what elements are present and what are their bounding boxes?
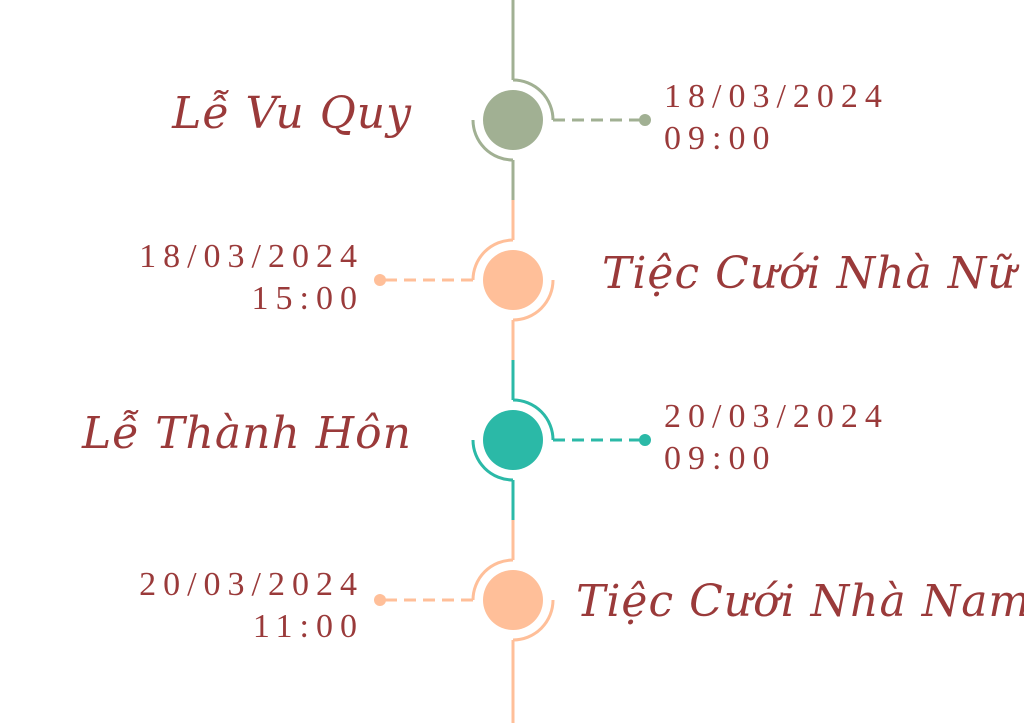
event-title-4: Tiệc Cưới Nhà Nam	[576, 576, 1024, 627]
event-date-1: 18/03/2024	[664, 78, 889, 115]
node-arc	[471, 238, 514, 281]
connector-dot	[374, 274, 386, 286]
node-arc	[512, 279, 555, 322]
node-arc	[512, 78, 555, 121]
node-arc	[471, 439, 514, 482]
connector-dot	[639, 434, 651, 446]
event-datetime-2: 18/03/2024 15:00	[139, 236, 364, 320]
node-arc	[512, 599, 555, 642]
timeline-node	[483, 410, 543, 470]
event-time-3: 09:00	[664, 440, 777, 477]
connector-dot	[639, 114, 651, 126]
event-datetime-1: 18/03/2024 09:00	[664, 76, 889, 160]
node-arc	[471, 119, 514, 162]
event-title-2: Tiệc Cưới Nhà Nữ	[602, 248, 1017, 299]
event-datetime-3: 20/03/2024 09:00	[664, 396, 889, 480]
connector-dot	[374, 594, 386, 606]
event-title-3: Lễ Thành Hôn	[81, 408, 412, 459]
timeline-node	[483, 570, 543, 630]
event-title-1: Lễ Vu Quy	[172, 88, 412, 139]
event-date-3: 20/03/2024	[664, 398, 889, 435]
event-date-2: 18/03/2024	[139, 238, 364, 275]
timeline-node	[483, 250, 543, 310]
node-arc	[512, 398, 555, 441]
event-time-1: 09:00	[664, 120, 777, 157]
event-time-2: 15:00	[251, 280, 364, 317]
event-datetime-4: 20/03/2024 11:00	[139, 564, 364, 648]
event-time-4: 11:00	[252, 608, 364, 645]
node-arc	[471, 558, 514, 601]
event-date-4: 20/03/2024	[139, 566, 364, 603]
timeline-node	[483, 90, 543, 150]
